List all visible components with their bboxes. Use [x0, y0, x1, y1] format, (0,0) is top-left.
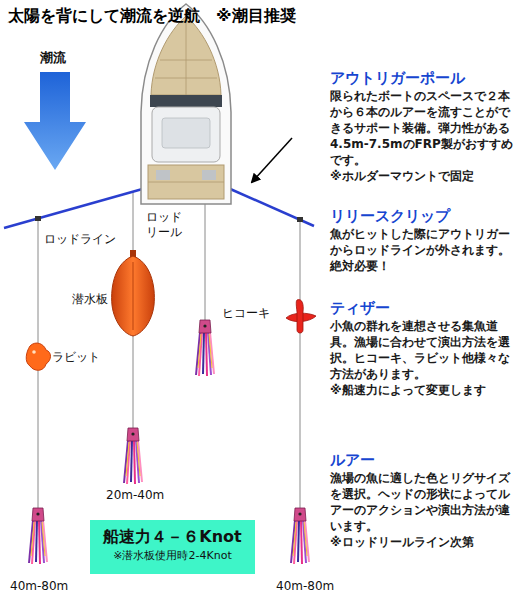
- section-body: 小魚の群れを連想させる集魚道具。漁場に合わせて演出方法を選択。ヒコーキ、ラビット…: [330, 318, 516, 382]
- section-note: ※ロッドリールライン次第: [330, 534, 516, 550]
- rod-reel-label: ロッド リール: [144, 210, 184, 240]
- distance-label: 40m-80m: [276, 579, 334, 594]
- distance-label: 20m-40m: [106, 488, 164, 503]
- speed-note: ※潜水板使用時2-4Knot: [100, 548, 245, 563]
- speed-heading: 船速力４－６Knot: [100, 526, 245, 548]
- explanation-section: ルアー漁場の魚に適した色とリグサイズを選択。ヘッドの形状によってルアーのアクショ…: [330, 450, 516, 550]
- section-heading: ティザー: [330, 298, 516, 318]
- speed-box: 船速力４－６Knot※潜水板使用時2-4Knot: [90, 520, 255, 574]
- section-body: 魚がヒットした際にアウトリガーからロッドラインが外されます。絶対必要！: [330, 226, 516, 274]
- explanation-section: アウトリガーポール限られたボートのスペースで２本から６本のルアーを流すことができ…: [330, 68, 516, 184]
- section-note: ※船速力によって変更します: [330, 382, 516, 398]
- current-label: 潮流: [40, 50, 66, 65]
- teaser-label: ラビット: [52, 350, 100, 365]
- distance-label: 40m-80m: [10, 579, 68, 594]
- section-heading: リリースクリップ: [330, 206, 516, 226]
- teaser-label: ヒコーキ: [222, 306, 270, 321]
- section-heading: アウトリガーポール: [330, 68, 516, 88]
- teaser-label: 潜水板: [72, 292, 108, 307]
- section-body: 限られたボートのスペースで２本から６本のルアーを流すことができるサポート装備。弾…: [330, 88, 516, 168]
- section-note: ※ホルダーマウントで固定: [330, 168, 516, 184]
- rod-line-label: ロッドライン: [44, 232, 116, 247]
- section-heading: ルアー: [330, 450, 516, 470]
- diagram-title: 太陽を背にして潮流を逆航 ※潮目推奨: [8, 6, 296, 26]
- section-body: 漁場の魚に適した色とリグサイズを選択。ヘッドの形状によってルアーのアクションや演…: [330, 470, 516, 534]
- explanation-section: リリースクリップ魚がヒットした際にアウトリガーからロッドラインが外されます。絶対…: [330, 206, 516, 274]
- explanation-section: ティザー小魚の群れを連想させる集魚道具。漁場に合わせて演出方法を選択。ヒコーキ、…: [330, 298, 516, 398]
